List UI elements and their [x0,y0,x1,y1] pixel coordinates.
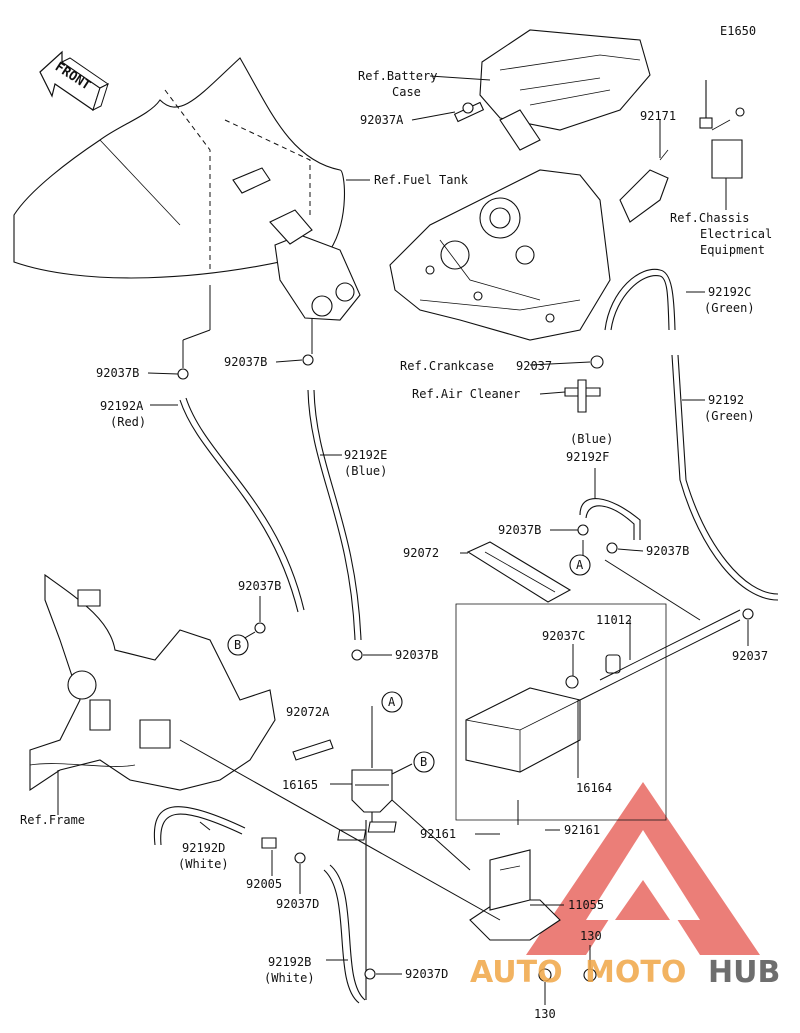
diagram-code: E1650 [720,24,756,38]
hose-92192d [153,806,246,846]
label-92192b-color: (White) [264,971,315,985]
marker-a2-label: A [576,558,584,572]
label-92192a-color: (Red) [110,415,146,429]
ref-fuel-tank: Ref.Fuel Tank [374,173,469,187]
marker-b2: B [227,634,249,656]
filter-16165 [351,740,393,822]
label-92037a: 92037A [360,113,404,127]
label-92161-right: 92161 [564,823,600,837]
label-11012: 11012 [596,613,632,627]
bracket-11055 [469,849,561,941]
label-92192d-color: (White) [178,857,229,871]
front-arrow-icon: FRONT [39,50,109,111]
label-11055: 11055 [568,898,604,912]
label-92192d: 92192D [182,841,225,855]
marker-b1: B [413,751,435,773]
fitting-11012 [605,654,621,674]
ref-air-cleaner: Ref.Air Cleaner [412,387,520,401]
marker-b2-label: B [234,638,241,652]
label-92192a: 92192A [100,399,144,413]
ref-battery-case-line1: Ref.Battery [358,69,437,83]
label-92037b-left: 92037B [96,366,139,380]
label-92192b: 92192B [268,955,311,969]
hose-92192e [307,389,362,641]
label-92037c: 92037C [542,629,585,643]
watermark-hub: HUB [708,955,780,990]
watermark-auto: AUTO [470,955,563,990]
frame [29,573,276,792]
marker-a1-label: A [388,695,396,709]
label-92171: 92171 [640,109,676,123]
fitting-92005 [261,837,277,849]
hose-92192 [671,354,779,601]
fuel-tank [13,57,361,321]
label-92192c-color: (Green) [704,301,755,315]
label-130-top: 130 [580,929,602,943]
watermark-text: AUTO MOTO HUB [470,955,780,990]
label-92192: 92192 [708,393,744,407]
hose-92192a [179,397,305,613]
marker-b1-label: B [420,755,427,769]
ref-chassis-line3: Equipment [700,243,765,257]
label-92192c: 92192C [708,285,751,299]
battery-case [479,29,651,151]
label-92037b-middle: 92037B [224,355,267,369]
label-92072: 92072 [403,546,439,560]
label-92037b-f1: 92037B [498,523,541,537]
label-92037d-left: 92037D [276,897,319,911]
hose-92192f [579,498,641,540]
ref-battery-case-line2: Case [392,85,421,99]
ref-frame: Ref.Frame [20,813,85,827]
bolts-130 [538,968,597,982]
label-130-bottom: 130 [534,1007,556,1021]
strap-92072 [466,541,572,603]
crankcase [389,169,611,341]
label-92192-color: (Green) [704,409,755,423]
label-92192f-color: (Blue) [570,432,613,446]
label-92161-left: 92161 [420,827,456,841]
marker-a1: A [381,691,403,713]
label-92037-right: 92037 [732,649,768,663]
chassis-electrical [699,80,745,179]
bracket-92171 [619,149,669,223]
label-92037b-f2: 92037B [646,544,689,558]
bolt-92037a [453,101,485,123]
label-92192e: 92192E [344,448,387,462]
label-92005: 92005 [246,877,282,891]
air-cleaner-fitting [564,379,601,413]
canister-16164 [455,603,667,821]
label-92037d-right: 92037D [405,967,448,981]
leader-lines [57,75,749,1005]
label-16164: 16164 [576,781,612,795]
ref-crankcase: Ref.Crankcase [400,359,494,373]
marker-a2: A [569,554,591,576]
hose-92192c [604,268,676,331]
ref-chassis-line1: Ref.Chassis [670,211,749,225]
pads-92161 [337,821,397,841]
label-92072a: 92072A [286,705,330,719]
watermark-moto: MOTO [585,955,686,990]
hose-92192b [323,864,366,1004]
strap-92072a [292,739,334,761]
clamp-icons [177,354,754,980]
label-92192f: 92192F [566,450,609,464]
label-92037b-low: 92037B [238,579,281,593]
label-92037-top: 92037 [516,359,552,373]
label-16165: 16165 [282,778,318,792]
label-92037b-mid: 92037B [395,648,438,662]
ref-chassis-line2: Electrical [700,227,772,241]
label-92192e-color: (Blue) [344,464,387,478]
watermark-logo [526,782,760,955]
